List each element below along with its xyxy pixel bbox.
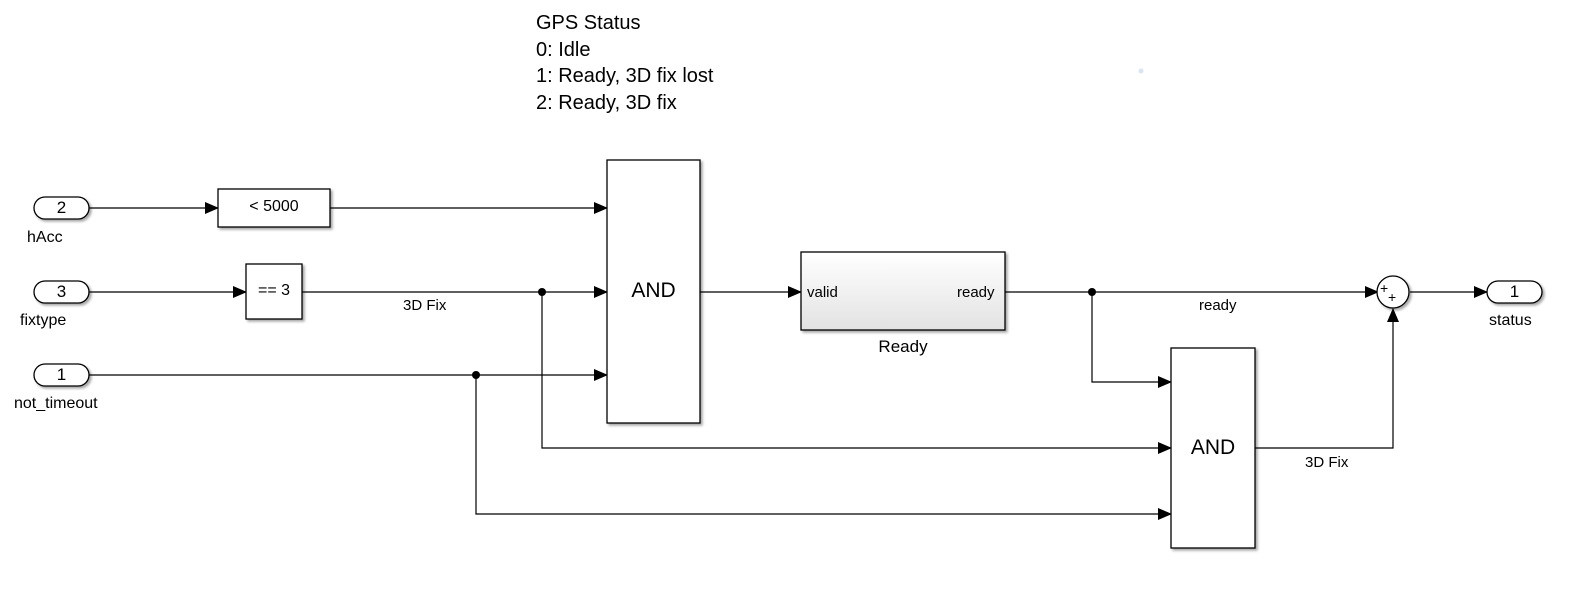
line-ready-branch[interactable]	[1091, 292, 1172, 388]
subsystem-input-port-label: valid	[807, 284, 838, 301]
outport-status[interactable]	[1486, 280, 1543, 304]
ready-subsystem-block[interactable]	[800, 251, 1006, 331]
signal-label-ready: ready	[1199, 297, 1237, 314]
branch-point-fix	[538, 288, 546, 296]
compare-fixtype-text: == 3	[257, 282, 291, 299]
inport-not-timeout[interactable]	[33, 363, 90, 387]
stray-dot	[1138, 68, 1144, 74]
sum-block[interactable]	[1376, 275, 1410, 309]
annotation-line: 0: Idle	[536, 38, 591, 61]
line-fix-branch[interactable]	[541, 292, 1172, 454]
subsystem-output-port-label: ready	[957, 284, 995, 301]
inport-hacc[interactable]	[33, 196, 90, 220]
inport-fixtype-label: fixtype	[20, 312, 67, 329]
outport-status-number: 1	[1509, 282, 1520, 301]
branch-point-timeout	[472, 371, 480, 379]
subsystem-name: Ready	[878, 337, 928, 356]
inport-fixtype[interactable]	[33, 280, 90, 304]
sum-sign-bottom: +	[1388, 289, 1397, 305]
and-main-text: AND	[631, 279, 676, 302]
line-and2-to-sum[interactable]	[1255, 308, 1399, 449]
outport-status-label: status	[1489, 312, 1532, 329]
signal-label-fix: 3D Fix	[403, 297, 447, 314]
annotation-line: 2: Ready, 3D fix	[536, 91, 677, 114]
inport-hacc-number: 2	[56, 198, 67, 217]
compare-hacc-text: < 5000	[249, 198, 299, 215]
compare-fixtype-block[interactable]	[245, 263, 303, 320]
and-second-text: AND	[1190, 436, 1236, 459]
sum-sign-top: +	[1380, 280, 1389, 296]
line-timeout-branch[interactable]	[475, 375, 1172, 520]
inport-not-timeout-number: 1	[56, 365, 67, 384]
inport-hacc-label: hAcc	[27, 229, 63, 246]
annotation-line: 1: Ready, 3D fix lost	[536, 65, 714, 87]
annotation-title: GPS Status	[536, 12, 641, 34]
inport-fixtype-number: 3	[56, 282, 67, 301]
inport-not-timeout-label: not_timeout	[14, 395, 98, 412]
gps-status-annotation: GPS Status 0: Idle 1: Ready, 3D fix lost…	[536, 10, 713, 116]
compare-hacc-block[interactable]	[217, 188, 331, 228]
branch-point-ready	[1088, 288, 1096, 296]
and-second-block[interactable]	[1170, 347, 1256, 549]
signal-label-fix-to-sum: 3D Fix	[1305, 454, 1349, 471]
and-main-block[interactable]	[606, 159, 701, 424]
